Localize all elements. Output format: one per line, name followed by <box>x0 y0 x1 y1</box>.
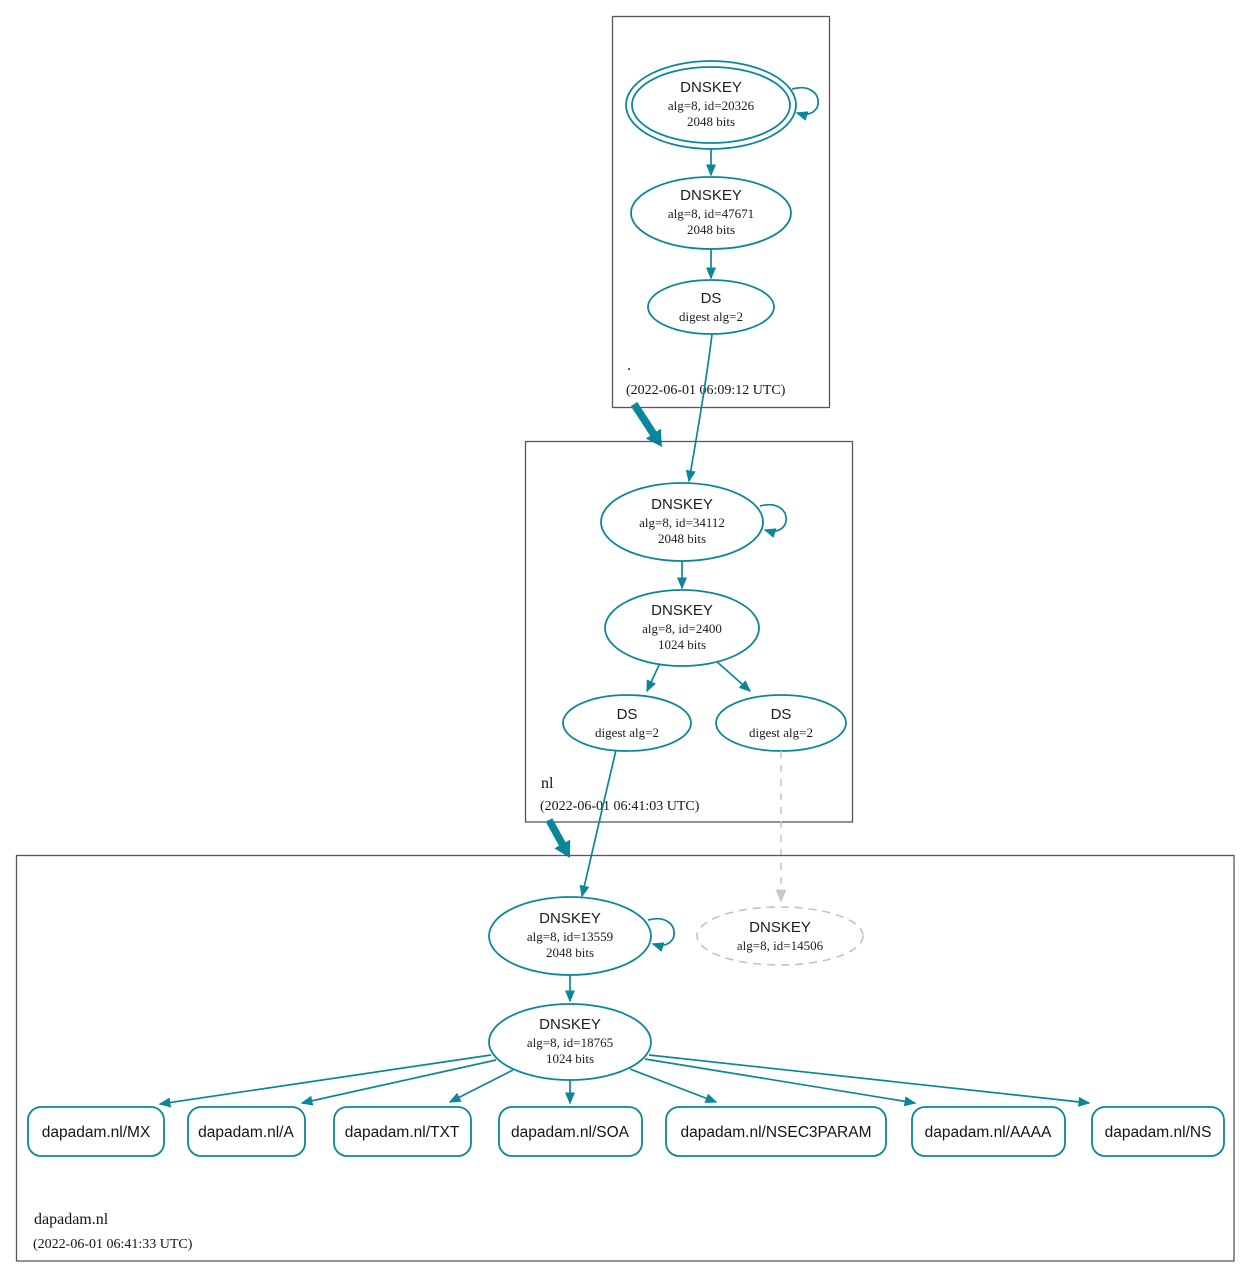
root-ksk-bits: 2048 bits <box>687 114 735 129</box>
rrset-txt-label: dapadam.nl/TXT <box>345 1124 460 1141</box>
root-ds-title: DS <box>701 290 722 307</box>
node-rrset-mx[interactable]: dapadam.nl/MX <box>27 1106 165 1157</box>
node-rrset-nsec3param[interactable]: dapadam.nl/NSEC3PARAM <box>665 1106 887 1157</box>
zone-dapadam: dapadam.nl (2022-06-01 06:41:33 UTC) DNS… <box>15 854 1235 1262</box>
node-rrset-txt[interactable]: dapadam.nl/TXT <box>333 1106 472 1157</box>
rrset-aaaa-label: dapadam.nl/AAAA <box>925 1124 1052 1141</box>
root-zsk-bits: 2048 bits <box>687 222 735 237</box>
nl-ds1-detail: digest alg=2 <box>595 725 659 740</box>
dapadam-zsk-ellipse[interactable] <box>488 1003 652 1081</box>
node-root-ksk-dnskey-20326[interactable]: DNSKEY alg=8, id=20326 2048 bits <box>625 60 797 150</box>
edge-dapadam-zsk-to-txt <box>448 1069 514 1103</box>
delegation-arrow-nl-to-dapadam <box>545 818 571 858</box>
edge-dapadam-zsk-to-ns <box>648 1054 1091 1107</box>
node-root-zsk-dnskey-47671[interactable]: DNSKEY alg=8, id=47671 2048 bits <box>630 176 792 250</box>
zone-nl-name: nl <box>541 775 554 792</box>
dapadam-ksk-ellipse[interactable] <box>488 896 652 976</box>
zone-nl-timestamp: (2022-06-01 06:41:03 UTC) <box>540 799 700 814</box>
node-rrset-ns[interactable]: dapadam.nl/NS <box>1091 1106 1225 1157</box>
root-ksk-inner-ellipse <box>631 66 791 144</box>
root-ds-detail: digest alg=2 <box>679 309 743 324</box>
edge-root-ksk-selfsign <box>791 86 819 121</box>
zone-root-name: . <box>627 357 631 374</box>
dapadam-ksk-title: DNSKEY <box>539 910 601 927</box>
root-ksk-detail: alg=8, id=20326 <box>668 98 755 113</box>
rrset-aaaa-box[interactable] <box>911 1106 1066 1157</box>
zone-root-timestamp: (2022-06-01 06:09:12 UTC) <box>626 383 786 398</box>
rrset-soa-box[interactable] <box>498 1106 643 1157</box>
node-nl-zsk-dnskey-2400[interactable]: DNSKEY alg=8, id=2400 1024 bits <box>604 589 760 667</box>
zone-root-box <box>611 15 831 409</box>
node-rrset-aaaa[interactable]: dapadam.nl/AAAA <box>911 1106 1066 1157</box>
node-dapadam-missing-dnskey-14506[interactable]: DNSKEY alg=8, id=14506 <box>696 906 864 966</box>
rrset-ns-label: dapadam.nl/NS <box>1105 1124 1212 1141</box>
dapadam-zsk-detail: alg=8, id=18765 <box>527 1035 613 1050</box>
rrset-nsec3param-box[interactable] <box>665 1106 887 1157</box>
dapadam-missing-key-title: DNSKEY <box>749 919 811 936</box>
root-zsk-ellipse[interactable] <box>630 176 792 250</box>
rrset-ns-box[interactable] <box>1091 1106 1225 1157</box>
nl-zsk-detail: alg=8, id=2400 <box>642 621 722 636</box>
edge-nl-zsk-to-ds1 <box>646 662 661 693</box>
nl-ksk-title: DNSKEY <box>651 496 713 513</box>
root-zsk-detail: alg=8, id=47671 <box>668 206 754 221</box>
edge-root-ds-to-nl-ksk <box>685 333 713 483</box>
root-zsk-title: DNSKEY <box>680 187 742 204</box>
node-root-ds[interactable]: DS digest alg=2 <box>647 279 775 335</box>
zone-dapadam-name: dapadam.nl <box>34 1211 109 1228</box>
dapadam-zsk-title: DNSKEY <box>539 1016 601 1033</box>
node-dapadam-ksk-dnskey-13559[interactable]: DNSKEY alg=8, id=13559 2048 bits <box>488 896 652 976</box>
node-nl-ds-2[interactable]: DS digest alg=2 <box>715 694 847 752</box>
zone-dapadam-box <box>15 854 1235 1262</box>
node-nl-ds-1[interactable]: DS digest alg=2 <box>562 694 692 752</box>
rrset-mx-box[interactable] <box>27 1106 165 1157</box>
root-ds-ellipse[interactable] <box>647 279 775 335</box>
nl-ds1-ellipse[interactable] <box>562 694 692 752</box>
zone-root: . (2022-06-01 06:09:12 UTC) DNSKEY alg=8… <box>611 15 831 409</box>
edge-dapadam-zsk-to-nsec3param <box>629 1068 718 1103</box>
nl-zsk-bits: 1024 bits <box>658 637 706 652</box>
node-dapadam-zsk-dnskey-18765[interactable]: DNSKEY alg=8, id=18765 1024 bits <box>488 1003 652 1081</box>
edge-dapadam-zsk-to-a <box>300 1059 497 1106</box>
edge-nl-zsk-to-ds2 <box>715 660 752 692</box>
edge-dapadam-zsk-to-mx <box>158 1054 492 1108</box>
dapadam-missing-key-detail: alg=8, id=14506 <box>737 938 824 953</box>
root-ksk-outer-ellipse[interactable] <box>625 60 797 150</box>
nl-ksk-ellipse[interactable] <box>600 482 764 562</box>
dapadam-zsk-bits: 1024 bits <box>546 1051 594 1066</box>
rrset-soa-label: dapadam.nl/SOA <box>511 1124 630 1141</box>
rrset-a-box[interactable] <box>187 1106 306 1157</box>
nl-ds2-detail: digest alg=2 <box>749 725 813 740</box>
nl-ksk-bits: 2048 bits <box>658 531 706 546</box>
nl-zsk-title: DNSKEY <box>651 602 713 619</box>
rrset-txt-box[interactable] <box>333 1106 472 1157</box>
edge-dapadam-ksk-selfsign <box>647 917 675 952</box>
rrset-a-label: dapadam.nl/A <box>198 1124 294 1141</box>
zone-dapadam-timestamp: (2022-06-01 06:41:33 UTC) <box>33 1237 193 1252</box>
node-rrset-a[interactable]: dapadam.nl/A <box>187 1106 306 1157</box>
delegation-arrow-root-to-nl <box>630 401 662 447</box>
node-nl-ksk-dnskey-34112[interactable]: DNSKEY alg=8, id=34112 2048 bits <box>600 482 764 562</box>
rrset-mx-label: dapadam.nl/MX <box>42 1124 151 1141</box>
dapadam-ksk-detail: alg=8, id=13559 <box>527 929 613 944</box>
dapadam-missing-key-ellipse[interactable] <box>696 906 864 966</box>
nl-ds2-title: DS <box>771 706 792 723</box>
zone-nl: nl (2022-06-01 06:41:03 UTC) DNSKEY alg=… <box>524 440 854 823</box>
edge-nl-ksk-selfsign <box>759 503 787 538</box>
nl-zsk-ellipse[interactable] <box>604 589 760 667</box>
zone-nl-box <box>524 440 854 823</box>
nl-ds2-ellipse[interactable] <box>715 694 847 752</box>
edge-dapadam-zsk-to-aaaa <box>644 1058 917 1107</box>
dapadam-ksk-bits: 2048 bits <box>546 945 594 960</box>
edge-nl-ds1-to-dapadam-ksk <box>579 749 617 898</box>
nl-ksk-detail: alg=8, id=34112 <box>639 515 725 530</box>
root-ksk-title: DNSKEY <box>680 79 742 96</box>
nl-ds1-title: DS <box>617 706 638 723</box>
rrset-nsec3param-label: dapadam.nl/NSEC3PARAM <box>681 1124 872 1141</box>
node-rrset-soa[interactable]: dapadam.nl/SOA <box>498 1106 643 1157</box>
